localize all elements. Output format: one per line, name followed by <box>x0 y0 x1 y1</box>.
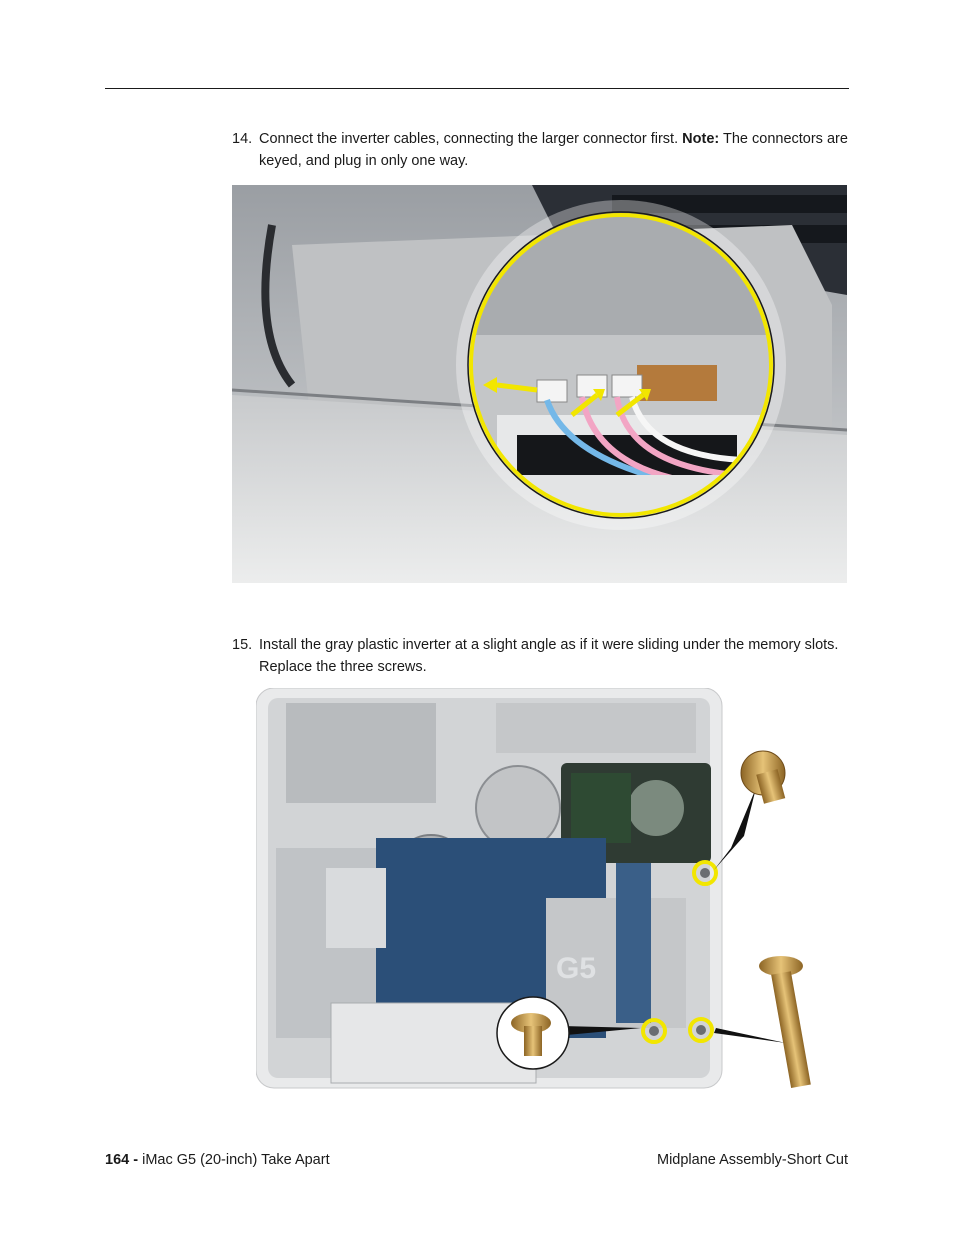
page-number: 164 - <box>105 1152 139 1168</box>
note-label: Note: <box>682 131 720 147</box>
header-rule <box>105 88 849 89</box>
doc-title: iMac G5 (20-inch) Take Apart <box>138 1152 330 1168</box>
screw-icon <box>511 1013 551 1056</box>
step-14: 14. Connect the inverter cables, connect… <box>232 128 852 172</box>
step-text-before: Connect the inverter cables, connecting … <box>259 131 683 147</box>
long-screw-icon <box>759 956 811 1088</box>
section-title: Midplane Assembly-Short Cut <box>657 1152 848 1168</box>
footer-left: 164 - iMac G5 (20-inch) Take Apart <box>105 1150 330 1170</box>
inverter-cable-connection-photo <box>232 185 847 583</box>
step-number: 15. <box>232 637 253 653</box>
screw-icon <box>740 750 786 804</box>
step-text-after: The connectors are keyed, and plug in on… <box>259 131 848 169</box>
step-15: 15. Install the gray plastic inverter at… <box>232 634 852 678</box>
step-text: Install the gray plastic inverter at a s… <box>259 637 839 675</box>
step-text: Connect the inverter cables, connecting … <box>259 128 852 172</box>
step-number: 14. <box>232 131 253 147</box>
inverter-screws-photo: G5 <box>256 688 834 1098</box>
g5-label: G5 <box>556 952 596 985</box>
